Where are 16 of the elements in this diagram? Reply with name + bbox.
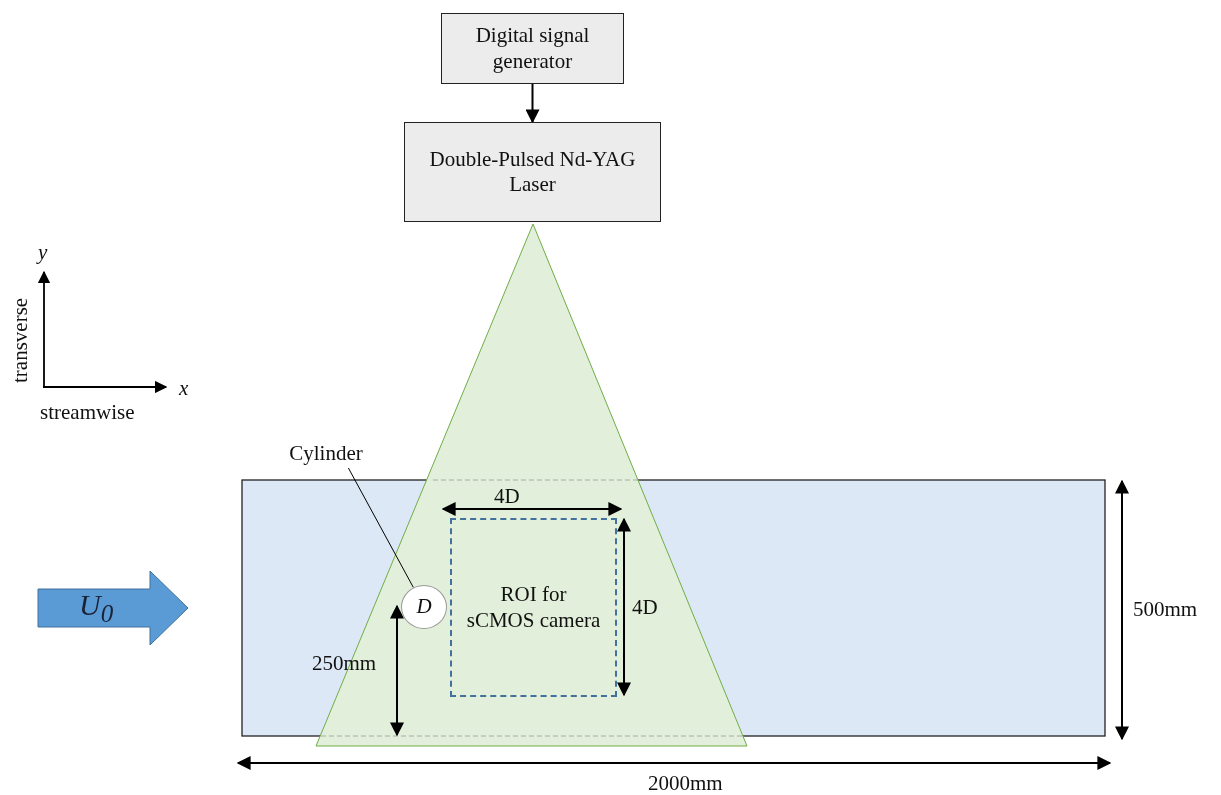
- flow-arrow: U$_{0}$: [37, 570, 189, 646]
- dimension-label: 4D: [494, 484, 520, 509]
- leader-line: [347, 467, 414, 588]
- axis-label: transverse: [8, 297, 33, 383]
- dimension-label: 4D: [632, 595, 658, 620]
- arrow: [525, 83, 540, 124]
- dimension-label: 250mm: [312, 651, 377, 676]
- roi-region: ROI for sCMOS camera: [450, 518, 617, 697]
- dimension-label: 2000mm: [648, 771, 723, 795]
- laser-box: Double-Pulsed Nd-YAG Laser: [404, 122, 661, 222]
- axis-label: streamwise: [40, 400, 135, 425]
- axis-label: x: [179, 376, 189, 401]
- axis-label: y: [38, 240, 48, 265]
- callout-text: Cylinder: [270, 440, 382, 468]
- dimension-label: 500mm: [1133, 597, 1198, 622]
- process-box: Digital signal generator: [441, 13, 624, 84]
